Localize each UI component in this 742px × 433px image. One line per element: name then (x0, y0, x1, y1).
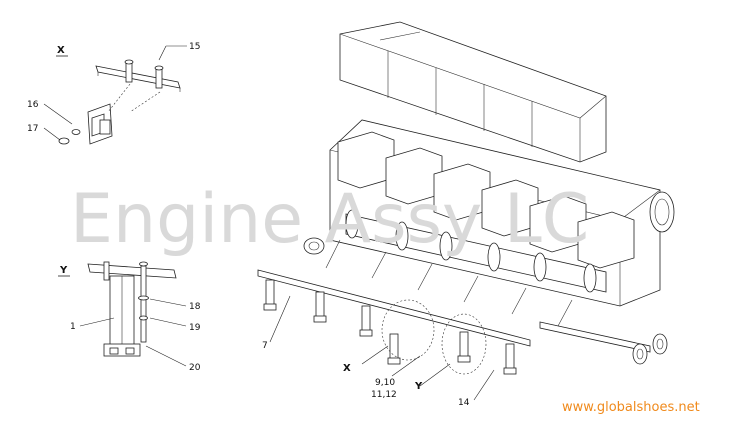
callout-15: 15 (189, 42, 200, 52)
watermark-text: Engine Assy LC (70, 180, 589, 259)
callout-17: 17 (27, 124, 38, 134)
view-x-label: X (57, 45, 65, 56)
callout-20: 20 (189, 363, 201, 373)
exhaust-manifold (345, 209, 607, 293)
cylinder-heads (337, 131, 635, 269)
mounting-rail (257, 269, 531, 375)
callout-7: 7 (262, 341, 268, 351)
callout-19: 19 (189, 323, 201, 333)
detail-view-x: X 15 16 17 (27, 42, 200, 145)
site-url-text: www.globalshoes.net (562, 400, 700, 415)
block-supports (325, 239, 573, 327)
view-y-reference: Y (414, 381, 423, 392)
callout-11-12: 11,12 (371, 390, 397, 400)
callout-16: 16 (27, 100, 39, 110)
detail-view-y: Y 1 18 19 20 (58, 261, 201, 373)
lower-rail (539, 321, 668, 365)
intake-cover (339, 21, 607, 163)
view-y-label: Y (59, 265, 68, 276)
callout-14: 14 (458, 398, 470, 408)
callout-18: 18 (189, 302, 201, 312)
callout-9-10: 9,10 (375, 378, 395, 388)
engine-assembly: 7 X 9,10 11,12 Y 14 (257, 21, 675, 408)
view-x-reference: X (343, 363, 351, 374)
callout-1: 1 (70, 322, 76, 332)
